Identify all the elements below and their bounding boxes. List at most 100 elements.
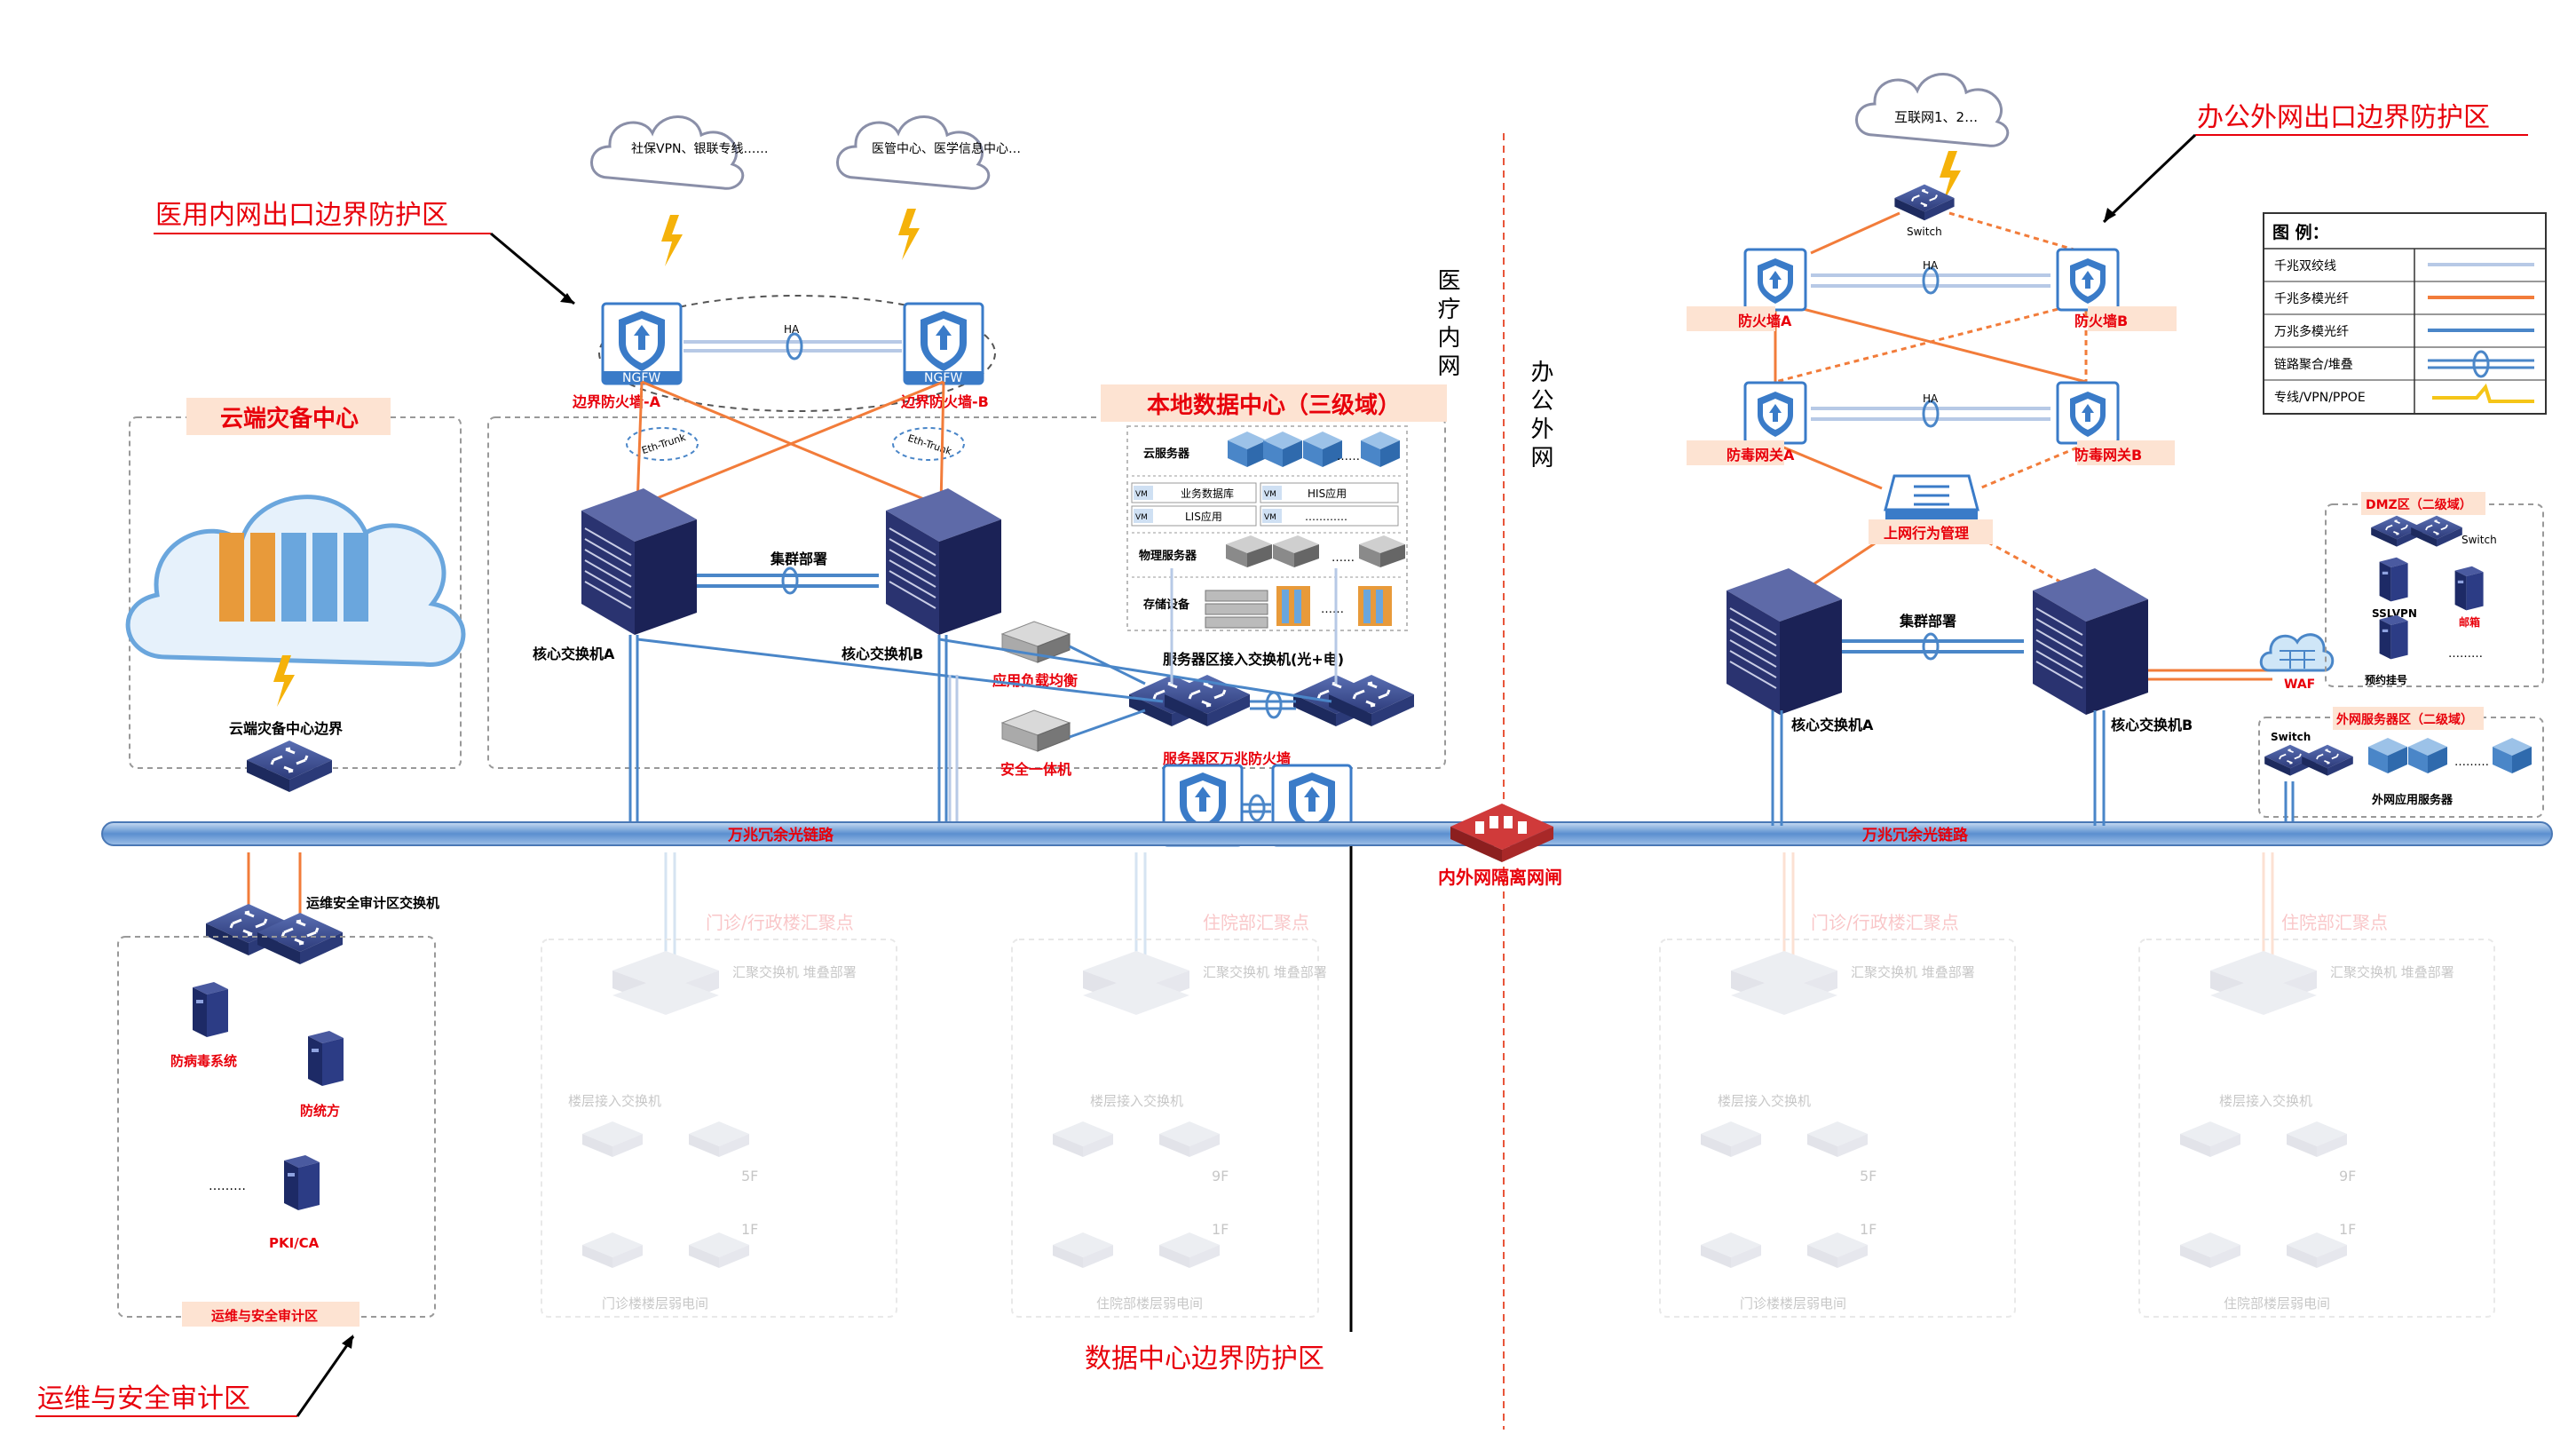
dmz-dots: ………: [2448, 647, 2483, 661]
storage-devices: ……: [1205, 586, 1392, 629]
av-gateway-a[interactable]: [1743, 381, 1807, 445]
booking-server[interactable]: [2379, 614, 2408, 660]
legend-item-label: 专线/VPN/PPOE: [2274, 391, 2366, 405]
callout-office-border-label: 办公外网出口边界防护区: [2197, 102, 2490, 133]
svg-text:门诊楼楼层弱电间: 门诊楼楼层弱电间: [1740, 1295, 1846, 1311]
ext-switch-label: Switch: [2271, 731, 2311, 743]
dmz-title: DMZ区（二级域）: [2366, 497, 2472, 512]
ext-title: 外网服务器区（二级域）: [2336, 712, 2473, 727]
cloud-medical-center: 医管中心、医学信息中心…: [835, 115, 1021, 190]
ext-servers: ………: [2368, 738, 2532, 773]
cloud-dr-title: 云端灾备中心: [220, 405, 359, 432]
svg-text:NGFW: NGFW: [924, 371, 962, 385]
ngfw-icon[interactable]: NGFW: [601, 302, 683, 385]
waf-icon[interactable]: [2259, 633, 2335, 672]
ngfw-icon[interactable]: NGFW: [903, 302, 984, 385]
svg-text:……: ……: [1331, 551, 1355, 565]
core-switch-b[interactable]: [885, 487, 1002, 636]
antivirus-server[interactable]: [193, 982, 228, 1037]
aggregation-zone-2: 住院部汇聚点 汇聚交换机 堆叠部署 楼层接入交换机 9F 1F 住院部楼层弱电间: [1011, 852, 1327, 1318]
cloud-social-vpn: 社保VPN、银联专线……: [589, 115, 769, 190]
bastion-label: 防统方: [300, 1103, 340, 1119]
av-ha-label: HA: [1923, 392, 1939, 405]
dc-title: 本地数据中心（三级域）: [1147, 392, 1401, 419]
core-region: [487, 416, 1446, 769]
divider-label-office: 办公外网: [1527, 360, 1553, 473]
office-cluster-label: 集群部署: [1899, 613, 1956, 630]
pki-server[interactable]: [284, 1155, 320, 1210]
dc-row-storage: 存储设备: [1143, 598, 1190, 612]
svg-text:楼层接入交换机: 楼层接入交换机: [2219, 1093, 2312, 1109]
cloud-dr-icon: [125, 495, 466, 667]
svg-text:1F: 1F: [1860, 1221, 1877, 1238]
isolation-gate-icon[interactable]: [1450, 804, 1553, 862]
behavior-mgmt-device[interactable]: [1884, 474, 1979, 520]
svg-text:楼层接入交换机: 楼层接入交换机: [568, 1093, 661, 1109]
legend: 图 例： 千兆双绞线 千兆多模光纤 万兆多模光纤 链路聚合/堆叠 专线/VPN/…: [2263, 212, 2547, 415]
aggregation-zone-3: 门诊/行政楼汇聚点 汇聚交换机 堆叠部署 楼层接入交换机 5F 1F 门诊楼楼层…: [1659, 852, 2016, 1318]
aggregation-zone-1: 门诊/行政楼汇聚点 汇聚交换机 堆叠部署 楼层接入交换机 5F 1F 门诊楼楼层…: [541, 852, 897, 1318]
svg-text:HIS应用: HIS应用: [1308, 487, 1347, 500]
office-fw-b-label: 防火墙B: [2074, 313, 2128, 329]
svg-text:业务数据库: 业务数据库: [1181, 487, 1234, 500]
svg-text:VM: VM: [1135, 490, 1148, 499]
bastion-server[interactable]: [308, 1031, 344, 1086]
security-appliance[interactable]: [1001, 709, 1071, 752]
svg-text:VM: VM: [1264, 490, 1276, 499]
svg-text:5F: 5F: [741, 1168, 758, 1184]
cloud-internet: 互联网1、2…: [1854, 72, 2010, 147]
core-a-label: 核心交换机A: [533, 646, 615, 662]
fw-a-label: 边界防火墙-A: [572, 393, 661, 410]
ops-region: [117, 936, 436, 1318]
svg-text:门诊楼楼层弱电间: 门诊楼楼层弱电间: [602, 1295, 708, 1311]
behavior-mgmt-label: 上网行为管理: [1884, 525, 1969, 542]
core-switch-a[interactable]: [581, 487, 698, 636]
sslvpn-device[interactable]: [2379, 557, 2408, 602]
mail-server[interactable]: [2454, 566, 2484, 611]
antivirus-label: 防病毒系统: [170, 1053, 237, 1069]
ops-switch-label: 运维安全审计区交换机: [306, 895, 439, 911]
mail-label: 邮箱: [2459, 615, 2480, 629]
booking-label: 预约挂号: [2365, 673, 2407, 686]
edge-switch[interactable]: [1893, 183, 1956, 222]
pki-label: PKI/CA: [269, 1235, 320, 1251]
svg-text:1F: 1F: [2339, 1221, 2356, 1238]
svg-text:……: ……: [1321, 603, 1344, 616]
backbone-label-right: 万兆冗余光链路: [1861, 826, 1969, 844]
legend-item-label: 万兆多模光纤: [2274, 324, 2349, 339]
divider-label-intranet: 医疗内网: [1434, 268, 1460, 382]
office-core-b[interactable]: [2032, 567, 2149, 716]
office-fw-b[interactable]: [2056, 248, 2120, 312]
office-core-a-label: 核心交换机A: [1791, 717, 1874, 733]
backbone-link: [101, 821, 2553, 846]
waf-label: WAF: [2284, 677, 2315, 692]
server-fw-label: 服务器区万兆防火墙: [1163, 750, 1291, 767]
svg-text:住院部汇聚点: 住院部汇聚点: [2281, 912, 2388, 933]
eth-trunk-label: Eth-Trunk: [640, 432, 687, 456]
office-core-a[interactable]: [1726, 567, 1843, 716]
office-fw-a[interactable]: [1743, 248, 1807, 312]
callout-ops-audit: 运维与安全审计区: [36, 1335, 355, 1417]
legend-item-label: 千兆多模光纤: [2274, 291, 2349, 306]
callout-intranet-border-label: 医用内网出口边界防护区: [155, 200, 448, 231]
legend-item-label: 链路聚合/堆叠: [2274, 358, 2353, 372]
svg-text:9F: 9F: [2339, 1168, 2356, 1184]
svg-text:5F: 5F: [1860, 1168, 1877, 1184]
ops-zone-label: 运维与安全审计区: [211, 1308, 318, 1324]
cloud-medical-center-label: 医管中心、医学信息中心…: [872, 141, 1021, 156]
av-gateway-b[interactable]: [2056, 381, 2120, 445]
server-access-switch-label: 服务器区接入交换机(光+电): [1163, 651, 1344, 668]
dr-bolt-icon: [273, 655, 295, 707]
svg-text:NGFW: NGFW: [622, 371, 660, 385]
cloud-dr-edge-switch[interactable]: [245, 739, 334, 794]
app-load-balancer[interactable]: [1001, 621, 1071, 663]
ext-servers-label: 外网应用服务器: [2371, 793, 2454, 807]
office-fw-a-label: 防火墙A: [1738, 313, 1792, 329]
edge-switch-label: Switch: [1907, 226, 1942, 238]
callout-intranet-border: 医用内网出口边界防护区: [154, 200, 575, 305]
callout-dc-border: 数据中心边界防护区: [1085, 824, 1357, 1375]
cloud-servers: ……: [1228, 432, 1400, 467]
vpn-bolt-icon: [898, 209, 920, 260]
